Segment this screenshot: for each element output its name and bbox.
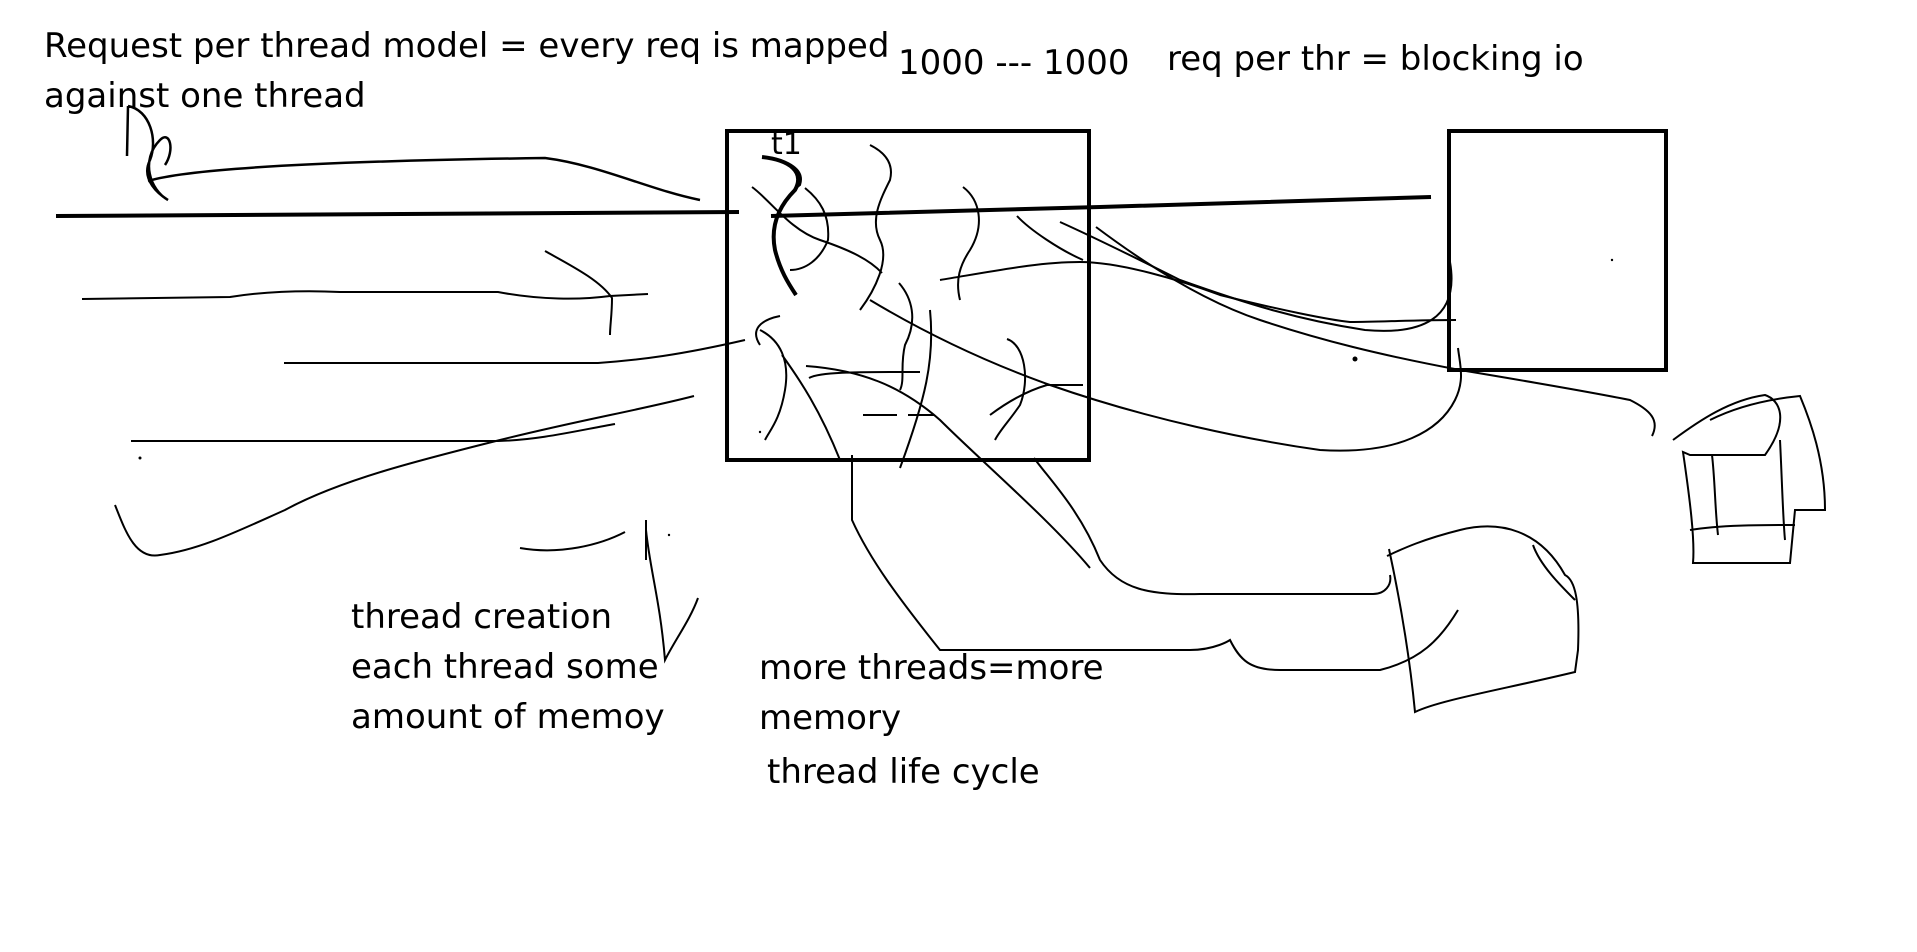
t1-curve bbox=[761, 155, 801, 297]
dot-3 bbox=[138, 456, 142, 460]
dot-1 bbox=[1352, 356, 1358, 362]
title-note: Request per thread model = every req is … bbox=[44, 26, 890, 116]
thread-to-io-4 bbox=[1095, 226, 1656, 437]
thread-to-io-2 bbox=[1059, 221, 1453, 332]
main-request-line bbox=[55, 195, 1432, 218]
loop-scribble-1 bbox=[1386, 525, 1580, 714]
dot-2 bbox=[1610, 258, 1614, 262]
thread-pool-box bbox=[725, 129, 1091, 462]
request-line-3 bbox=[284, 339, 746, 364]
thread-to-io-3 bbox=[869, 299, 1462, 452]
thread-to-io-1 bbox=[939, 260, 1457, 324]
thread-lifecycle-path bbox=[851, 455, 1459, 671]
thread-label: t1 bbox=[771, 127, 802, 162]
io-service-box bbox=[1447, 129, 1668, 372]
lifecycle-note: thread life cycle bbox=[767, 752, 1040, 792]
ratio-note: 1000 --- 1000 bbox=[898, 43, 1130, 83]
request-line-2 bbox=[81, 290, 649, 300]
memory-note: more threads=more memory bbox=[759, 648, 1104, 738]
thread-creation-note: thread creation each thread some amount … bbox=[351, 597, 665, 737]
request-line-4 bbox=[131, 423, 616, 442]
dot-4 bbox=[758, 430, 762, 434]
blocking-io-note: req per thr = blocking io bbox=[1167, 39, 1584, 79]
thread-to-bottom bbox=[1033, 457, 1392, 596]
loop-scribble-2 bbox=[1672, 393, 1827, 564]
t1-scribble bbox=[125, 104, 701, 202]
request-line-5 bbox=[114, 395, 695, 557]
dot-5 bbox=[667, 533, 671, 537]
bracket-marks bbox=[519, 250, 699, 664]
